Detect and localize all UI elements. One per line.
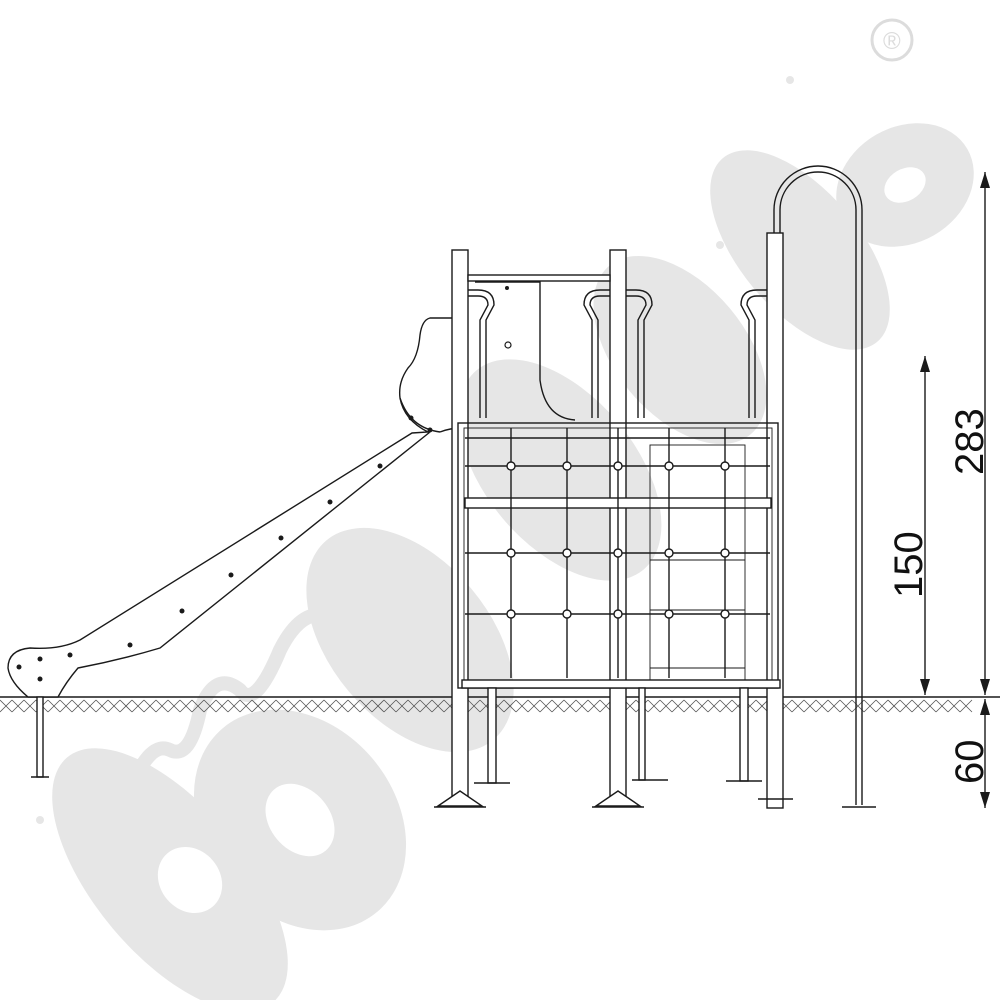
dimension-label-283: 283	[948, 408, 992, 475]
tower-posts	[434, 232, 793, 809]
dimension-label-150: 150	[887, 531, 931, 598]
registered-mark: ®	[883, 28, 901, 55]
dimension-label-60: 60	[948, 740, 992, 785]
handrails	[468, 289, 767, 418]
arch-handrail	[773, 165, 876, 808]
post-right	[766, 232, 784, 809]
dimension-platform-height: 150	[887, 356, 931, 695]
slide	[7, 317, 463, 778]
registered-mark-icon	[870, 18, 914, 62]
dimension-foundation-depth: 60	[860, 696, 1000, 808]
climbing-net	[457, 422, 781, 784]
ground-line	[0, 696, 1000, 713]
dimension-total-height: 283	[948, 172, 992, 695]
post-left	[451, 249, 469, 806]
watermark-logo: ®	[36, 18, 974, 1000]
